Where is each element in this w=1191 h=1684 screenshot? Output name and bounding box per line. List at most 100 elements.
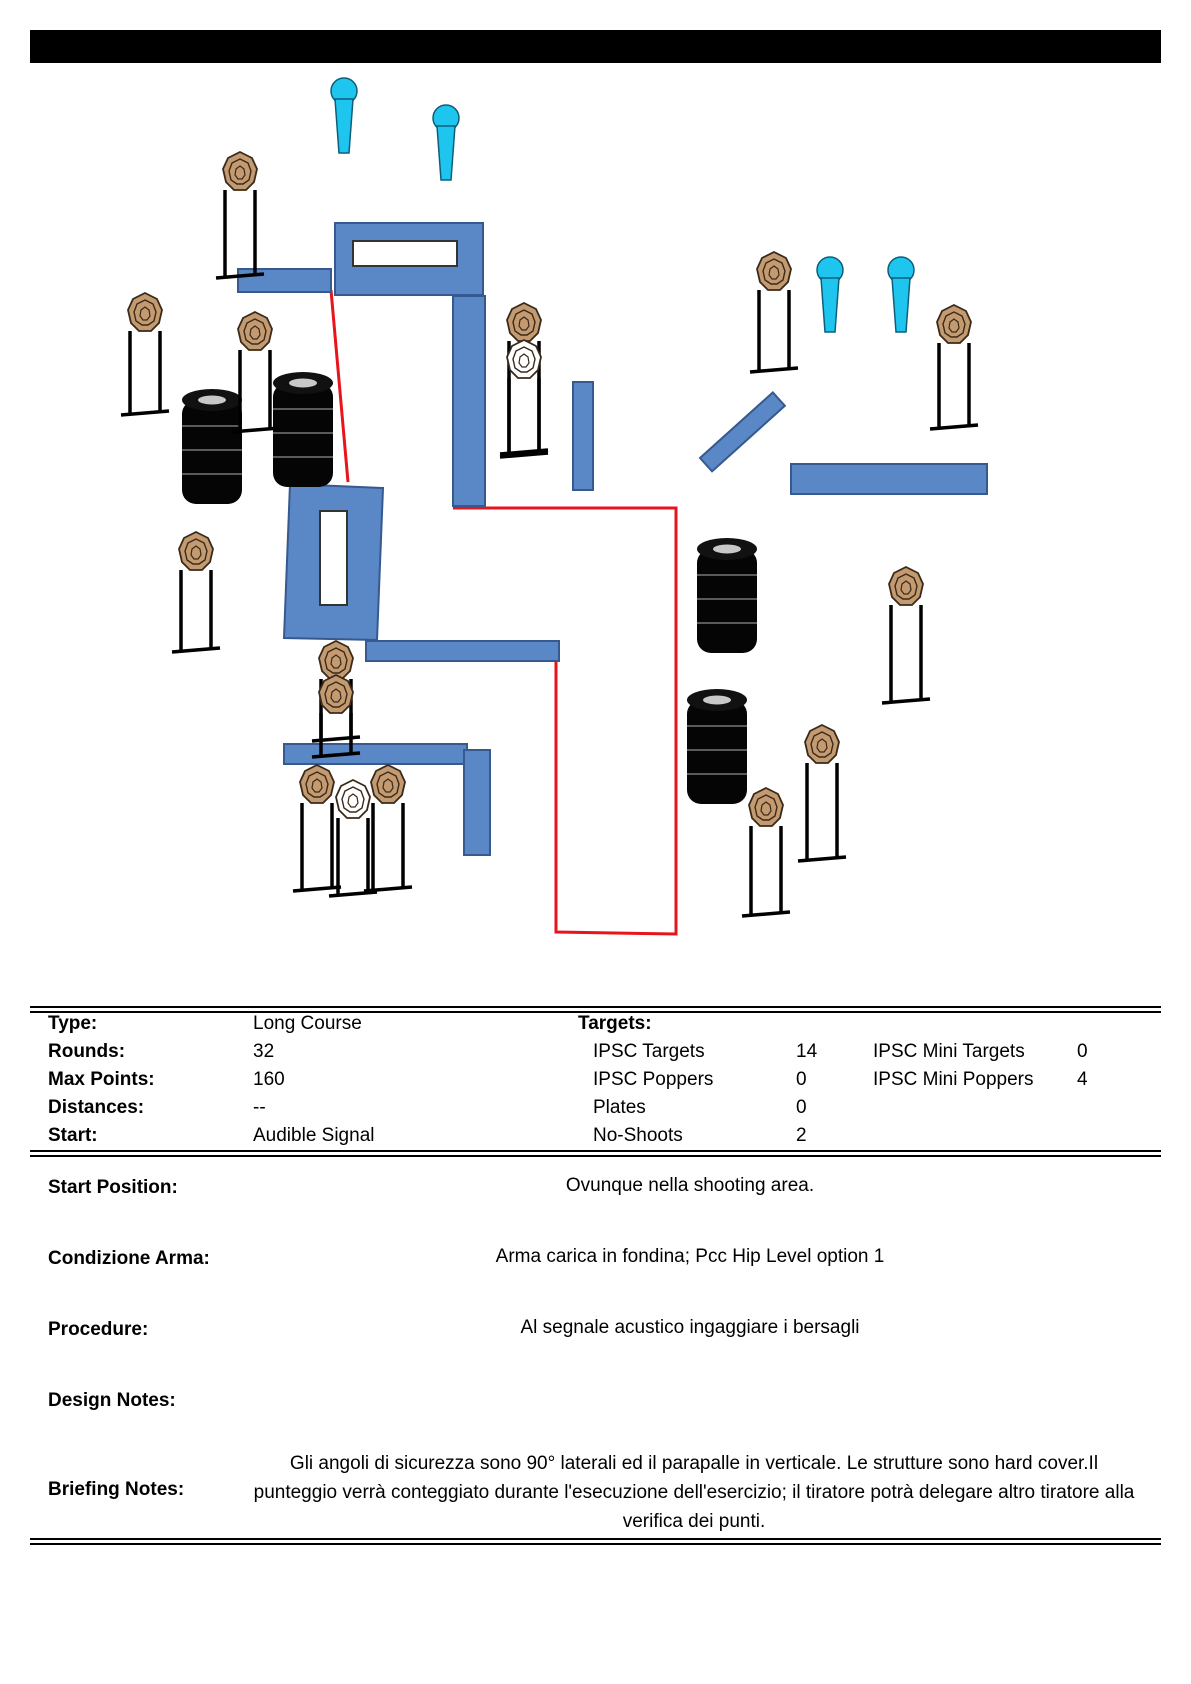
target-stand-leg [120, 409, 170, 417]
target-type-label: Plates [593, 1097, 646, 1118]
target-stand-leg [741, 910, 791, 918]
target-type-count: 4 [1077, 1069, 1088, 1090]
ipsc-target-icon [756, 251, 792, 291]
ipsc-target-stand [311, 674, 361, 759]
target-stand-leg [499, 448, 549, 456]
table-rule [30, 1155, 1161, 1157]
ipsc-target-icon [318, 674, 354, 714]
fault-line [329, 289, 678, 936]
ipsc-target-stand [929, 304, 979, 431]
target-stand-leg [292, 885, 342, 893]
ipsc-target-stand [171, 531, 221, 654]
procedure-label: Procedure: [48, 1319, 149, 1340]
type-label: Type: [48, 1013, 98, 1034]
mini-popper-icon [887, 256, 915, 333]
ipsc-target-stand [292, 764, 342, 893]
target-stand-leg [929, 423, 979, 431]
briefing-notes-value: Gli angoli di sicurezza sono 90° lateral… [253, 1453, 1135, 1532]
target-type-count: 2 [796, 1125, 807, 1146]
ipsc-target-stand [499, 302, 549, 459]
no-shoot-stand [328, 779, 378, 898]
barrel-stack-icon [272, 371, 334, 488]
start-position-label: Start Position: [48, 1177, 178, 1198]
target-stand-leg [215, 272, 265, 280]
start-label: Start: [48, 1125, 98, 1146]
target-type-count: 0 [796, 1097, 807, 1118]
target-stand-leg [749, 366, 799, 374]
wall [452, 295, 486, 507]
window-port [352, 240, 458, 267]
design-notes-label: Design Notes: [48, 1390, 176, 1411]
condizione-arma-label: Condizione Arma: [48, 1248, 210, 1269]
ipsc-target-stand [120, 292, 170, 417]
walls [237, 222, 988, 856]
target-type-label: IPSC Poppers [593, 1069, 714, 1090]
window-port [319, 510, 348, 606]
wall [365, 640, 560, 662]
ipsc-target-stand [749, 251, 799, 374]
condizione-arma-value: Arma carica in fondina; Pcc Hip Level op… [495, 1246, 885, 1267]
barrel-stack-icon [696, 537, 758, 654]
wall [790, 463, 988, 495]
target-type-label: No-Shoots [593, 1125, 683, 1146]
ipsc-target-icon [936, 304, 972, 344]
wall [572, 381, 594, 491]
ipsc-target-icon [222, 151, 258, 191]
target-stand-leg [881, 697, 931, 705]
table-rule [30, 1543, 1161, 1545]
start-value: Audible Signal [253, 1125, 375, 1146]
no-shoot-icon [506, 339, 542, 379]
stage-diagram [120, 77, 988, 936]
target-stand-leg [797, 855, 847, 863]
wall [237, 268, 332, 293]
ipsc-target-icon [804, 724, 840, 764]
distances-value: -- [253, 1097, 266, 1118]
ipsc-target-icon [127, 292, 163, 332]
ipsc-target-icon [888, 566, 924, 606]
max-points-value: 160 [253, 1069, 285, 1090]
target-stand-leg [171, 646, 221, 654]
target-stand-leg [499, 451, 549, 459]
procedure-value: Al segnale acustico ingaggiare i bersagl… [520, 1317, 860, 1338]
mini-popper-icon [816, 256, 844, 333]
target-stand-leg [311, 735, 361, 743]
table-rule [30, 1006, 1161, 1008]
rounds-value: 32 [253, 1041, 275, 1062]
ipsc-target-stand [363, 764, 413, 893]
ipsc-target-stand [741, 787, 791, 918]
ipsc-target-icon [506, 302, 542, 342]
rounds-label: Rounds: [48, 1041, 126, 1062]
table-rule [30, 1538, 1161, 1540]
start-position-value: Ovunque nella shooting area. [565, 1175, 815, 1196]
ipsc-target-icon [318, 640, 354, 680]
ipsc-target-stand [881, 566, 931, 705]
mini-popper-icon [432, 104, 460, 181]
table-rule [30, 1011, 1161, 1013]
max-points-label: Max Points: [48, 1069, 155, 1090]
type-value: Long Course [253, 1013, 362, 1034]
target-type-count: 0 [796, 1069, 807, 1090]
ipsc-target-stand [797, 724, 847, 863]
table-rule [30, 1150, 1161, 1152]
ipsc-target-icon [299, 764, 335, 804]
ipsc-target-icon [178, 531, 214, 571]
no-shoot-stand [499, 339, 549, 456]
wall [463, 749, 491, 856]
mini-popper-icon [330, 77, 358, 154]
target-type-count: 14 [796, 1041, 818, 1062]
ipsc-target-stand [215, 151, 265, 280]
target-type-label: IPSC Targets [593, 1041, 705, 1062]
ipsc-target-icon [748, 787, 784, 827]
ipsc-target-icon [370, 764, 406, 804]
targets [120, 151, 979, 918]
target-stand-leg [230, 426, 280, 434]
target-stand-leg [363, 885, 413, 893]
no-shoot-icon [335, 779, 371, 819]
barrel-stack-icon [181, 388, 243, 505]
wall [698, 391, 787, 473]
target-type-label: IPSC Mini Poppers [873, 1069, 1034, 1090]
target-type-count: 0 [1077, 1041, 1088, 1062]
target-stand-leg [311, 751, 361, 759]
ipsc-target-stand [230, 311, 280, 434]
wall [283, 743, 468, 765]
